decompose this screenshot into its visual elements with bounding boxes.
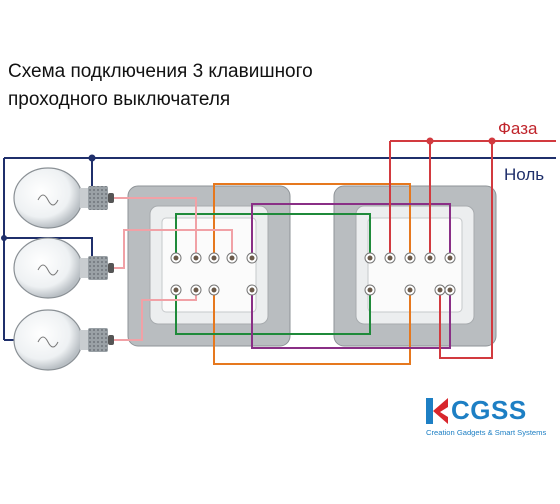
logo-tagline: Creation Gadgets & Smart Systems (426, 428, 547, 437)
diagram-title: Схема подключения 3 клавишного проходног… (8, 58, 388, 114)
lamp-2 (13, 237, 114, 299)
neutral-wire (4, 237, 93, 262)
lamp-1 (13, 167, 114, 229)
logo-name: CGSS (451, 395, 527, 425)
phase-wire (439, 141, 493, 359)
switch-2-terminals (364, 252, 456, 296)
phase-label: Фаза (498, 119, 538, 138)
cgss-logo: CGSS Creation Gadgets & Smart Systems (426, 395, 556, 444)
neutral-label: Ноль (504, 165, 544, 184)
cgss-k-logo-icon (426, 398, 448, 424)
title-line-2: проходного выключателя (8, 89, 231, 110)
orange-wire (213, 290, 411, 365)
neutral-junction (1, 235, 7, 241)
lamp-3 (13, 309, 114, 371)
switch-1-terminals (170, 252, 258, 296)
orange-wire (213, 183, 411, 258)
pink-wire (114, 229, 233, 269)
green-wire (175, 213, 371, 258)
purple-wire (251, 290, 451, 349)
title-line-1: Схема подключения 3 клавишного (8, 61, 313, 82)
pink-wire (114, 197, 197, 258)
green-wire (175, 290, 371, 335)
pink-wire (114, 290, 197, 341)
switch-2 (333, 185, 497, 347)
purple-wire (251, 203, 451, 258)
switch-1 (127, 185, 291, 347)
